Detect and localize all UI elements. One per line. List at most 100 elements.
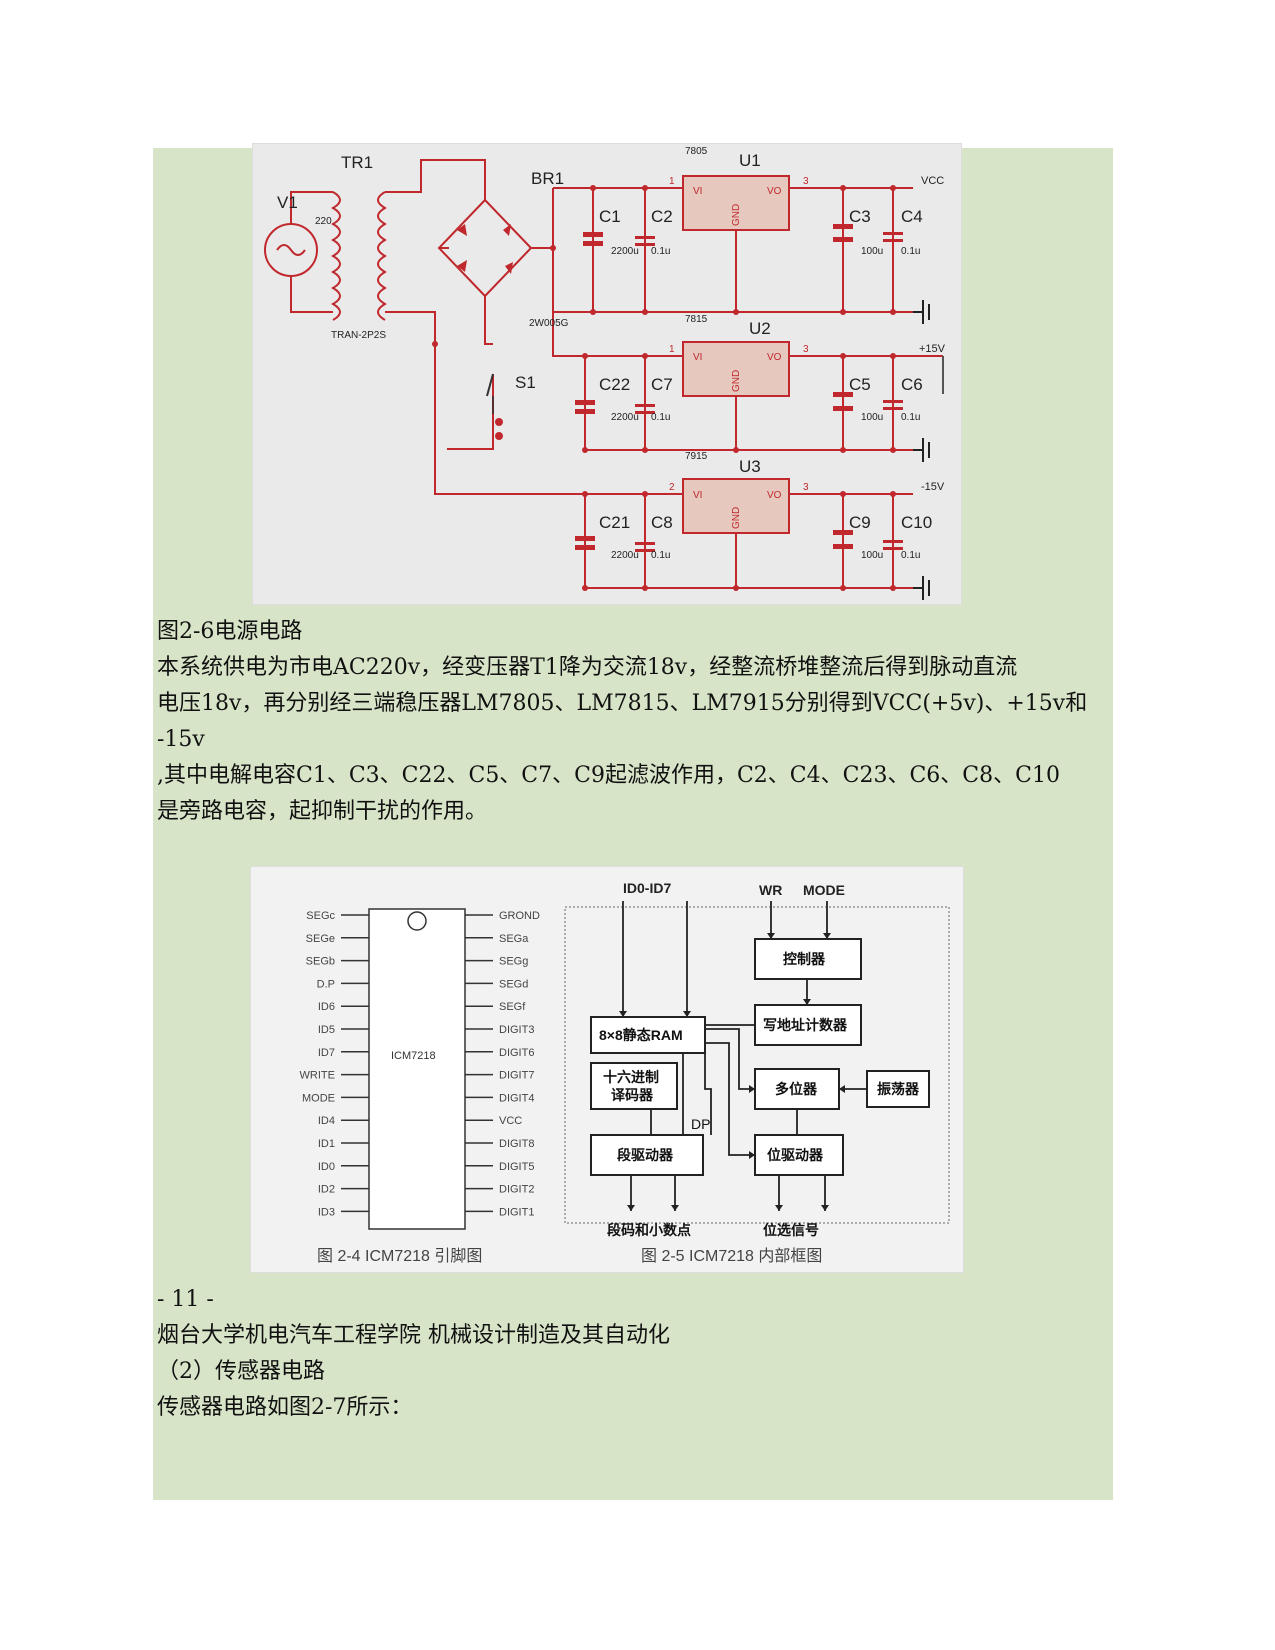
left-pin-label: SEGb xyxy=(306,956,335,968)
u3-gnd: GND xyxy=(731,507,742,529)
label-7815: 7815 xyxy=(685,314,708,325)
left-pin-label: ID4 xyxy=(318,1115,335,1127)
block-hex-decoder-line1: 十六进制 xyxy=(603,1069,659,1085)
val-c8: 0.1u xyxy=(651,550,670,561)
label-plus15v: +15V xyxy=(919,343,946,355)
val-c22: 2200u xyxy=(611,412,639,423)
block-controller: 控制器 xyxy=(783,951,826,967)
label-c9: C9 xyxy=(849,513,871,532)
caption-power-circuit: 图2-6电源电路 xyxy=(157,619,303,644)
left-pin-label: D.P xyxy=(317,978,335,990)
label-u2: U2 xyxy=(749,319,771,338)
label-v1: V1 xyxy=(277,193,298,212)
block-oscillator: 振荡器 xyxy=(877,1081,920,1097)
val-c10: 0.1u xyxy=(901,550,920,561)
u1-pin3: 3 xyxy=(803,176,809,187)
left-pin-label: ID5 xyxy=(318,1024,335,1036)
u2-gnd: GND xyxy=(731,370,742,392)
label-tr1: TR1 xyxy=(341,153,373,172)
label-u3: U3 xyxy=(739,457,761,476)
paragraph-line-5: 是旁路电容，起抑制干扰的作用。 xyxy=(157,799,488,824)
page-number: - 11 - xyxy=(157,1287,214,1312)
u3-pin3: 3 xyxy=(803,482,809,493)
paragraph-line-2: 电压18v，再分别经三端稳压器LM7805、LM7815、LM7915分别得到V… xyxy=(157,691,1088,716)
label-c4: C4 xyxy=(901,207,923,226)
label-u1: U1 xyxy=(739,151,761,170)
chip-notch-icon xyxy=(407,911,427,931)
left-pin-label: ID2 xyxy=(318,1184,335,1196)
block-mux: 多位器 xyxy=(775,1081,818,1097)
right-pin-label: VCC xyxy=(499,1115,522,1127)
school-department: 烟台大学机电汽车工程学院 机械设计制造及其自动化 xyxy=(157,1323,670,1348)
label-vcc: VCC xyxy=(921,175,944,187)
val-c7: 0.1u xyxy=(651,412,670,423)
left-pin-label: ID6 xyxy=(318,1001,335,1013)
u1-vo: VO xyxy=(767,186,782,197)
label-c1: C1 xyxy=(599,207,621,226)
val-c3: 100u xyxy=(861,246,883,257)
left-pin-label: ID0 xyxy=(318,1161,335,1173)
right-pin-label: DIGIT4 xyxy=(499,1092,534,1104)
label-minus15v: -15V xyxy=(921,481,945,493)
caption-icm-block: 图 2-5 ICM7218 内部框图 xyxy=(641,1247,822,1265)
label-wr: WR xyxy=(759,882,782,898)
u2-vo: VO xyxy=(767,352,782,363)
label-tran: TRAN-2P2S xyxy=(331,330,386,341)
label-c6: C6 xyxy=(901,375,923,394)
right-pin-label: DIGIT6 xyxy=(499,1047,534,1059)
section-intro: 传感器电路如图2-7所示： xyxy=(157,1395,413,1420)
block-digit-driver: 位驱动器 xyxy=(767,1147,824,1163)
label-2w005g: 2W005G xyxy=(529,318,569,329)
right-pin-label: DIGIT7 xyxy=(499,1070,534,1082)
right-pin-label: SEGf xyxy=(499,1001,526,1013)
u3-pin2: 2 xyxy=(669,482,675,493)
val-c6: 0.1u xyxy=(901,412,920,423)
u1-vi: VI xyxy=(693,186,702,197)
right-pin-label: GROND xyxy=(499,910,540,922)
u3-vo: VO xyxy=(767,490,782,501)
left-pin-label: ID1 xyxy=(318,1138,335,1150)
right-pin-label: DIGIT2 xyxy=(499,1184,534,1196)
right-pin-label: SEGg xyxy=(499,956,528,968)
label-c21: C21 xyxy=(599,513,630,532)
left-pin-label: WRITE xyxy=(300,1070,335,1082)
block-hex-decoder-line2: 译码器 xyxy=(611,1087,654,1103)
icm-chip-body xyxy=(368,908,466,1230)
label-c8: C8 xyxy=(651,513,673,532)
label-220: 220 xyxy=(315,216,332,227)
label-br1: BR1 xyxy=(531,169,564,188)
label-7915: 7915 xyxy=(685,451,708,462)
val-c5: 100u xyxy=(861,412,883,423)
u3-vi: VI xyxy=(693,490,702,501)
right-pin-label: DIGIT3 xyxy=(499,1024,534,1036)
left-pin-label: SEGc xyxy=(306,910,335,922)
block-ram: 8×8静态RAM xyxy=(599,1027,683,1043)
power-circuit-figure: TR1 V1 220 TRAN-2P2S BR1 2W005G S1 7805 … xyxy=(252,143,962,605)
paragraph-line-4: ,其中电解电容C1、C3、C22、C5、C7、C9起滤波作用，C2、C4、C23… xyxy=(157,763,1060,788)
label-c3: C3 xyxy=(849,207,871,226)
u1-pin1: 1 xyxy=(669,176,675,187)
label-s1: S1 xyxy=(515,373,536,392)
section-heading: （2）传感器电路 xyxy=(157,1359,325,1384)
output-segment-label: 段码和小数点 xyxy=(607,1222,691,1238)
val-c21: 2200u xyxy=(611,550,639,561)
label-mode: MODE xyxy=(803,882,845,898)
u2-pin1: 1 xyxy=(669,344,675,355)
right-pin-label: SEGd xyxy=(499,978,528,990)
u2-pin3: 3 xyxy=(803,344,809,355)
paragraph-line-3: -15v xyxy=(157,727,205,752)
block-address-counter: 写地址计数器 xyxy=(763,1017,848,1033)
val-c4: 0.1u xyxy=(901,246,920,257)
u1-gnd: GND xyxy=(731,204,742,226)
label-dp: DP xyxy=(691,1116,710,1132)
label-id0-id7: ID0-ID7 xyxy=(623,880,671,896)
chip-name: ICM7218 xyxy=(391,1050,436,1062)
left-pin-label: MODE xyxy=(302,1092,335,1104)
label-7805: 7805 xyxy=(685,146,708,157)
val-c1: 2200u xyxy=(611,246,639,257)
output-digit-label: 位选信号 xyxy=(763,1222,819,1238)
left-pin-label: SEGe xyxy=(306,933,335,945)
val-c2: 0.1u xyxy=(651,246,670,257)
left-pin-label: ID7 xyxy=(318,1047,335,1059)
